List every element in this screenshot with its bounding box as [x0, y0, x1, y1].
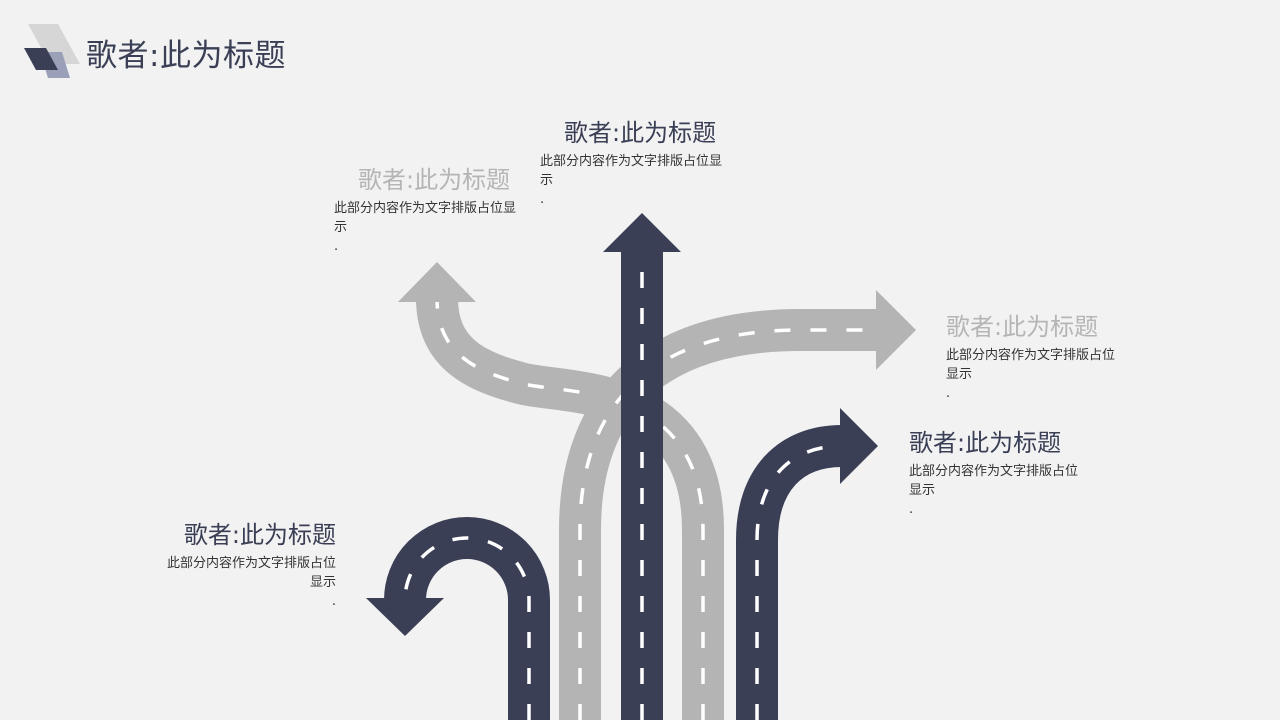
label-right-lower-title: 歌者:此为标题	[909, 429, 1062, 457]
label-upper-left-body: 此部分内容作为文字排版占位显 示 .	[334, 201, 517, 254]
label-right-upper-title: 歌者:此为标题	[946, 313, 1099, 341]
label-upper-left-title: 歌者:此为标题	[358, 166, 511, 194]
label-right-upper-body: 此部分内容作为文字排版占位 显示 .	[946, 348, 1116, 401]
label-top: 歌者:此为标题 此部分内容作为文字排版占位显 示 .	[540, 118, 750, 209]
label-upper-left: 歌者:此为标题 此部分内容作为文字排版占位显 示 .	[334, 165, 544, 256]
label-right-lower: 歌者:此为标题 此部分内容作为文字排版占位 显示 .	[909, 428, 1139, 519]
road-straight-up	[603, 213, 681, 720]
road-u-turn	[366, 517, 550, 720]
logo-icon	[24, 24, 80, 78]
label-top-title: 歌者:此为标题	[564, 119, 717, 147]
road-curve-right	[736, 408, 878, 720]
label-lower-left-body: 此部分内容作为文字排版占位 显示 .	[166, 556, 336, 609]
road-up-left	[398, 262, 724, 720]
label-top-body: 此部分内容作为文字排版占位显 示 .	[540, 154, 723, 207]
label-right-upper: 歌者:此为标题 此部分内容作为文字排版占位 显示 .	[946, 312, 1176, 403]
page-title: 歌者:此为标题	[86, 38, 286, 74]
label-lower-left-title: 歌者:此为标题	[183, 521, 336, 549]
label-lower-left: 歌者:此为标题 此部分内容作为文字排版占位 显示 .	[106, 520, 336, 611]
label-right-lower-body: 此部分内容作为文字排版占位 显示 .	[909, 464, 1079, 517]
